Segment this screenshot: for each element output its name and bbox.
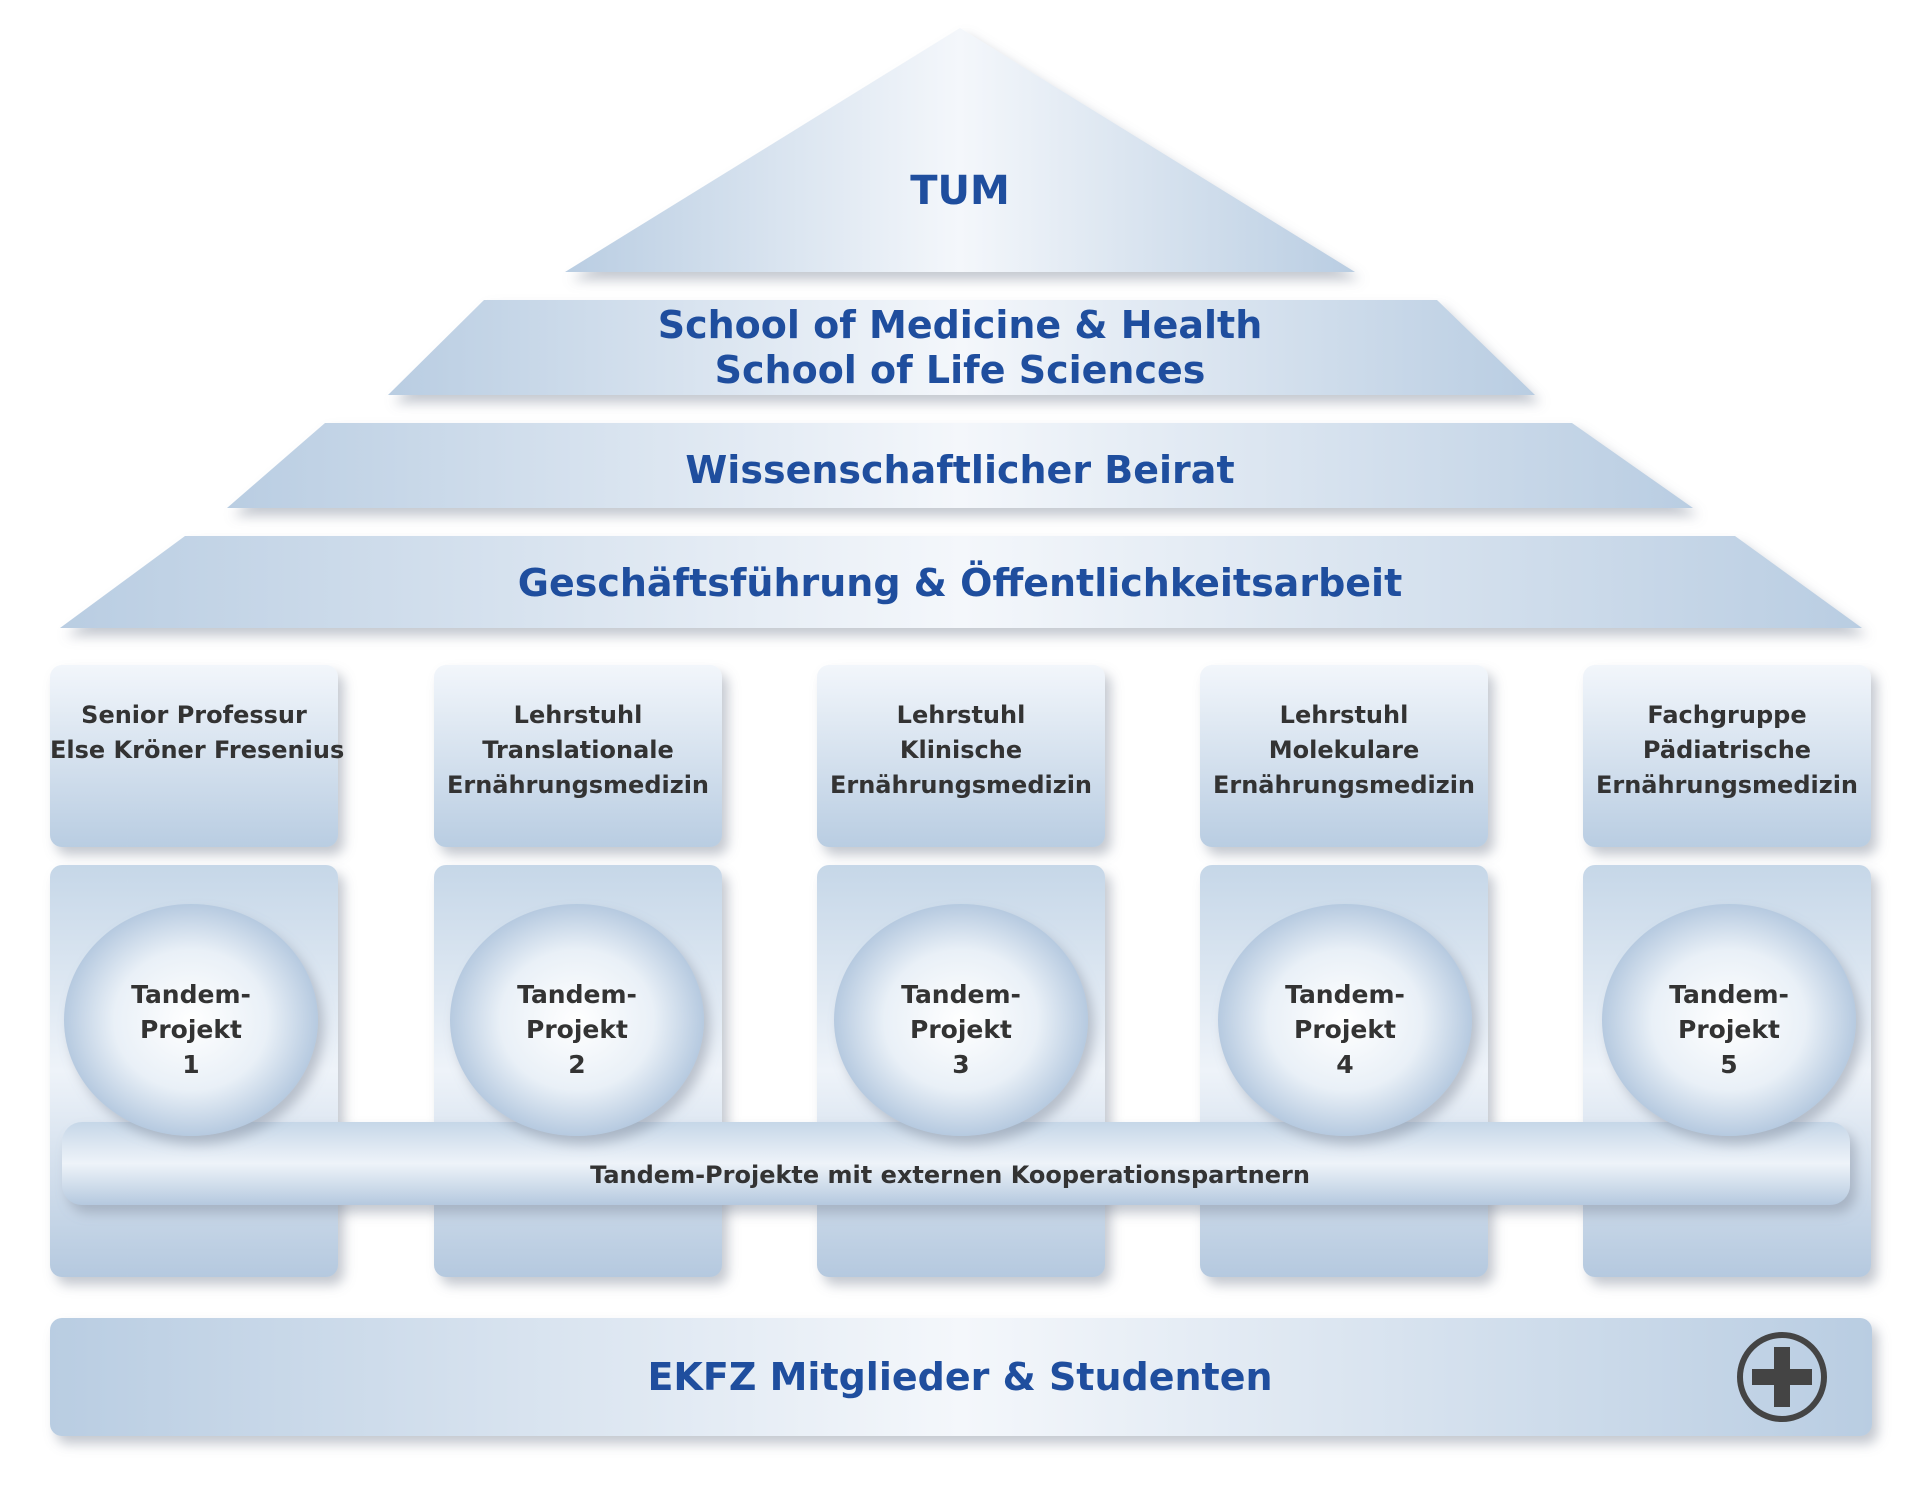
pillar-header xyxy=(434,665,722,847)
tandem-project-5-label: Tandem- Projekt 5 xyxy=(1669,980,1789,1079)
roof-school-band xyxy=(388,300,1535,395)
tandem-circle-4 xyxy=(1218,904,1472,1136)
tandem-circle-1 xyxy=(64,904,318,1136)
foundation-band xyxy=(50,1318,1872,1436)
roof-top-triangle xyxy=(565,28,1355,272)
plus-circle-icon xyxy=(1737,1332,1827,1422)
pillar-4-title: Lehrstuhl Molekulare Ernährungsmedizin xyxy=(1212,701,1476,799)
tandem-project-2-label: Tandem- Projekt 2 xyxy=(517,980,637,1079)
foundation-label: EKFZ Mitglieder & Studenten xyxy=(647,1355,1273,1399)
management-label: Geschäftsführung & Öffentlichkeitsarbeit xyxy=(517,561,1403,605)
tandem-project-4-label: Tandem- Projekt 4 xyxy=(1285,980,1405,1079)
tandem-circle-2 xyxy=(450,904,704,1136)
schools-label: School of Medicine & Health School of Li… xyxy=(460,303,1460,393)
pillar-header xyxy=(50,665,338,847)
pillar-header xyxy=(1200,665,1488,847)
tandem-circle-5 xyxy=(1602,904,1856,1136)
pillar-2-title: Lehrstuhl Translationale Ernährungsmediz… xyxy=(446,701,710,799)
pillar-header xyxy=(1583,665,1871,847)
pillar-header xyxy=(817,665,1105,847)
school-line-2: School of Life Sciences xyxy=(714,348,1206,392)
tandem-project-1-label: Tandem- Projekt 1 xyxy=(131,980,251,1079)
beirat-label: Wissenschaftlicher Beirat xyxy=(685,448,1235,492)
cooperation-band xyxy=(62,1122,1850,1205)
tandem-circle-3 xyxy=(834,904,1088,1136)
pillar-1-title: Senior Professur Else Kröner Fresenius xyxy=(50,701,345,764)
roof-management-band xyxy=(60,536,1862,628)
pillar-5-title: Fachgruppe Pädiatrische Ernährungsmedizi… xyxy=(1595,701,1859,799)
tandem-project-3-label: Tandem- Projekt 3 xyxy=(901,980,1021,1079)
pillar-3-title: Lehrstuhl Klinische Ernährungsmedizin xyxy=(829,701,1093,799)
tum-label: TUM xyxy=(910,168,1010,214)
cooperation-label: Tandem-Projekte mit externen Kooperation… xyxy=(590,1161,1310,1189)
school-line-1: School of Medicine & Health xyxy=(657,303,1263,347)
roof-beirat-band xyxy=(227,423,1693,508)
